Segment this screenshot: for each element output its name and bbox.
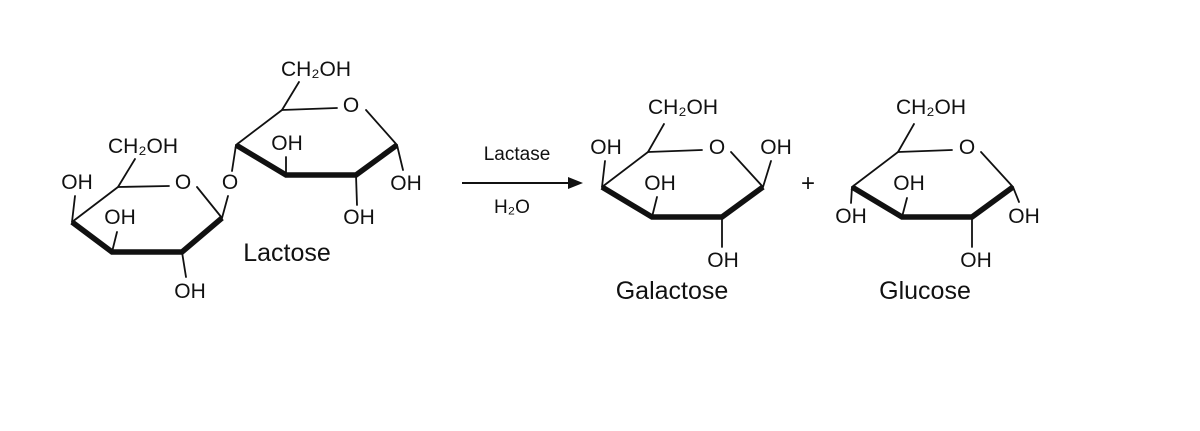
ring-oxygen-label: O: [343, 94, 359, 117]
ring-oxygen-label: O: [175, 171, 191, 194]
plus-sign: +: [801, 170, 815, 197]
oh-label: OH: [271, 132, 303, 155]
ch2oh-label: CH₂OH: [108, 135, 178, 158]
lactose-glucose-ring: CH₂OH O OH OH OH: [231, 58, 422, 229]
ring-bond: [235, 107, 398, 146]
ring-bond: [851, 149, 1014, 188]
oh-label: OH: [390, 172, 422, 195]
molecule-name-glucose: Glucose: [879, 277, 971, 305]
lactose-galactose-ring: OH CH₂OH O OH OH: [61, 135, 229, 303]
reaction-arrow: Lactase H₂O: [462, 144, 583, 218]
oh-label: OH: [343, 206, 375, 229]
oh-label: OH: [893, 172, 925, 195]
oh-label: OH: [590, 136, 622, 159]
oh-label: OH: [61, 171, 93, 194]
oh-label: OH: [960, 249, 992, 272]
substituent-bond: [601, 123, 772, 248]
ring-front-bond: [234, 142, 399, 178]
glycosidic-oxygen-label: O: [222, 171, 238, 194]
oh-label: OH: [760, 136, 792, 159]
molecule-lactose: OH CH₂OH O OH OH O CH₂OH O OH OH OH Lact…: [61, 58, 422, 303]
arrow-head-icon: [568, 177, 583, 189]
oh-label: OH: [707, 249, 739, 272]
water-label: H₂O: [494, 197, 530, 218]
substituent-bond: [850, 123, 1020, 248]
oh-label: OH: [1008, 205, 1040, 228]
molecule-glucose: CH₂OH O OH OH OH OH Glucose: [835, 96, 1040, 305]
ring-bond: [601, 149, 764, 188]
ring-front-bond: [70, 215, 224, 255]
substituent-bond: [231, 81, 404, 206]
ring-front-bond: [600, 184, 765, 220]
ch2oh-label: CH₂OH: [648, 96, 718, 119]
oh-label: OH: [174, 280, 206, 303]
ring-bond: [71, 185, 223, 223]
molecule-name-lactose: Lactose: [243, 239, 331, 267]
oh-label: OH: [644, 172, 676, 195]
molecule-galactose: OH CH₂OH O OH OH OH Galactose: [590, 96, 792, 305]
ch2oh-label: CH₂OH: [281, 58, 351, 81]
enzyme-label: Lactase: [484, 144, 551, 165]
ring-front-bond: [850, 184, 1015, 220]
oh-label: OH: [104, 206, 136, 229]
ring-oxygen-label: O: [709, 136, 725, 159]
ch2oh-label: CH₂OH: [896, 96, 966, 119]
substituent-bond: [71, 158, 229, 278]
molecule-name-galactose: Galactose: [616, 277, 729, 305]
oh-label: OH: [835, 205, 867, 228]
ring-oxygen-label: O: [959, 136, 975, 159]
